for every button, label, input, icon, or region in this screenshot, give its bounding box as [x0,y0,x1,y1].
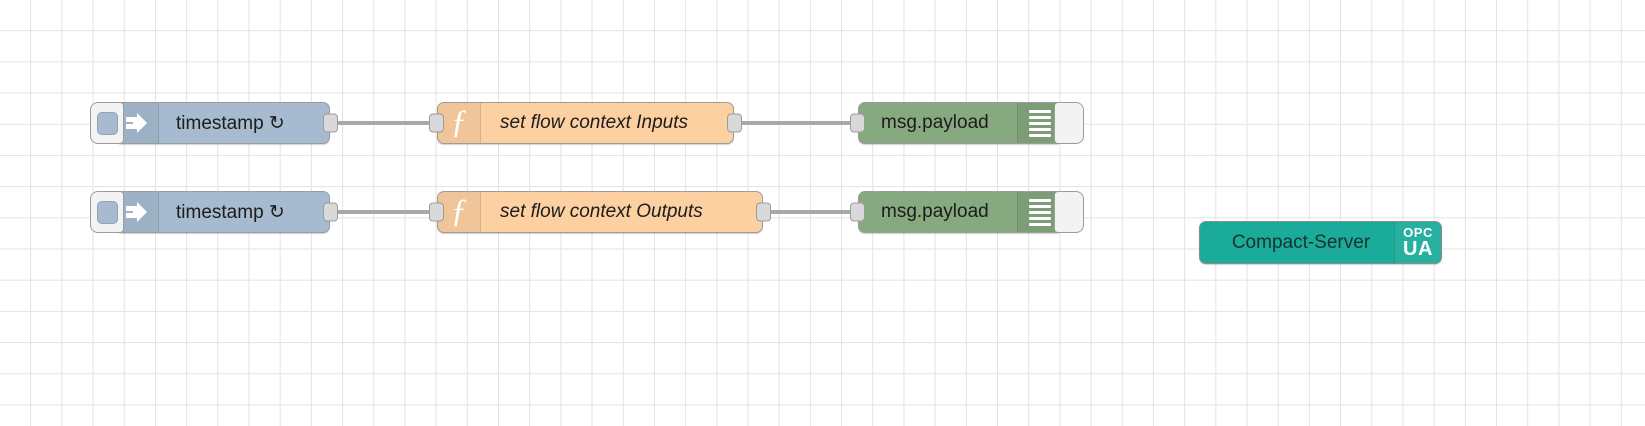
opc-ua-icon-line2: UA [1403,237,1433,260]
node-inject-timestamp-2[interactable]: timestamp ↻ [90,191,338,233]
node-inject-timestamp-1[interactable]: timestamp ↻ [90,102,338,144]
node-label: Compact-Server [1231,231,1371,253]
wire-inject-to-function-1[interactable] [330,121,438,125]
input-port[interactable] [850,202,865,222]
debug-enable-toggle[interactable] [1054,102,1084,144]
debug-enable-toggle[interactable] [1054,191,1084,233]
node-function-set-flow-context-outputs[interactable]: ƒ set flow context Outputs [429,191,771,233]
node-debug-msg-payload-1[interactable]: msg.payload [850,102,1084,144]
wire-function-to-debug-2[interactable] [762,210,858,214]
node-label: msg.payload [881,201,989,222]
output-port[interactable] [727,113,742,133]
function-f-icon: ƒ [438,103,481,143]
node-label: msg.payload [881,112,989,133]
node-label: timestamp ↻ [176,201,285,223]
input-port[interactable] [850,113,865,133]
output-port[interactable] [756,202,771,222]
node-label: timestamp ↻ [176,112,285,134]
inject-trigger-button[interactable] [90,191,124,233]
inject-trigger-button-inner [96,111,118,135]
output-port[interactable] [323,202,338,222]
function-f-icon: ƒ [438,192,481,232]
inject-trigger-button[interactable] [90,102,124,144]
opc-ua-icon-line1: OPC [1403,224,1433,240]
output-port[interactable] [323,113,338,133]
input-port[interactable] [429,202,444,222]
wire-function-to-debug-1[interactable] [733,121,858,125]
node-function-set-flow-context-inputs[interactable]: ƒ set flow context Inputs [429,102,742,144]
node-debug-msg-payload-2[interactable]: msg.payload [850,191,1084,233]
input-port[interactable] [429,113,444,133]
wire-inject-to-function-2[interactable] [330,210,438,214]
node-label: set flow context Inputs [500,112,688,133]
inject-trigger-button-inner [96,200,118,224]
node-label: set flow context Outputs [500,201,703,222]
node-opcua-compact-server[interactable]: Compact-Server OPC UA [1199,221,1442,264]
opc-ua-icon: OPC UA [1394,222,1441,263]
